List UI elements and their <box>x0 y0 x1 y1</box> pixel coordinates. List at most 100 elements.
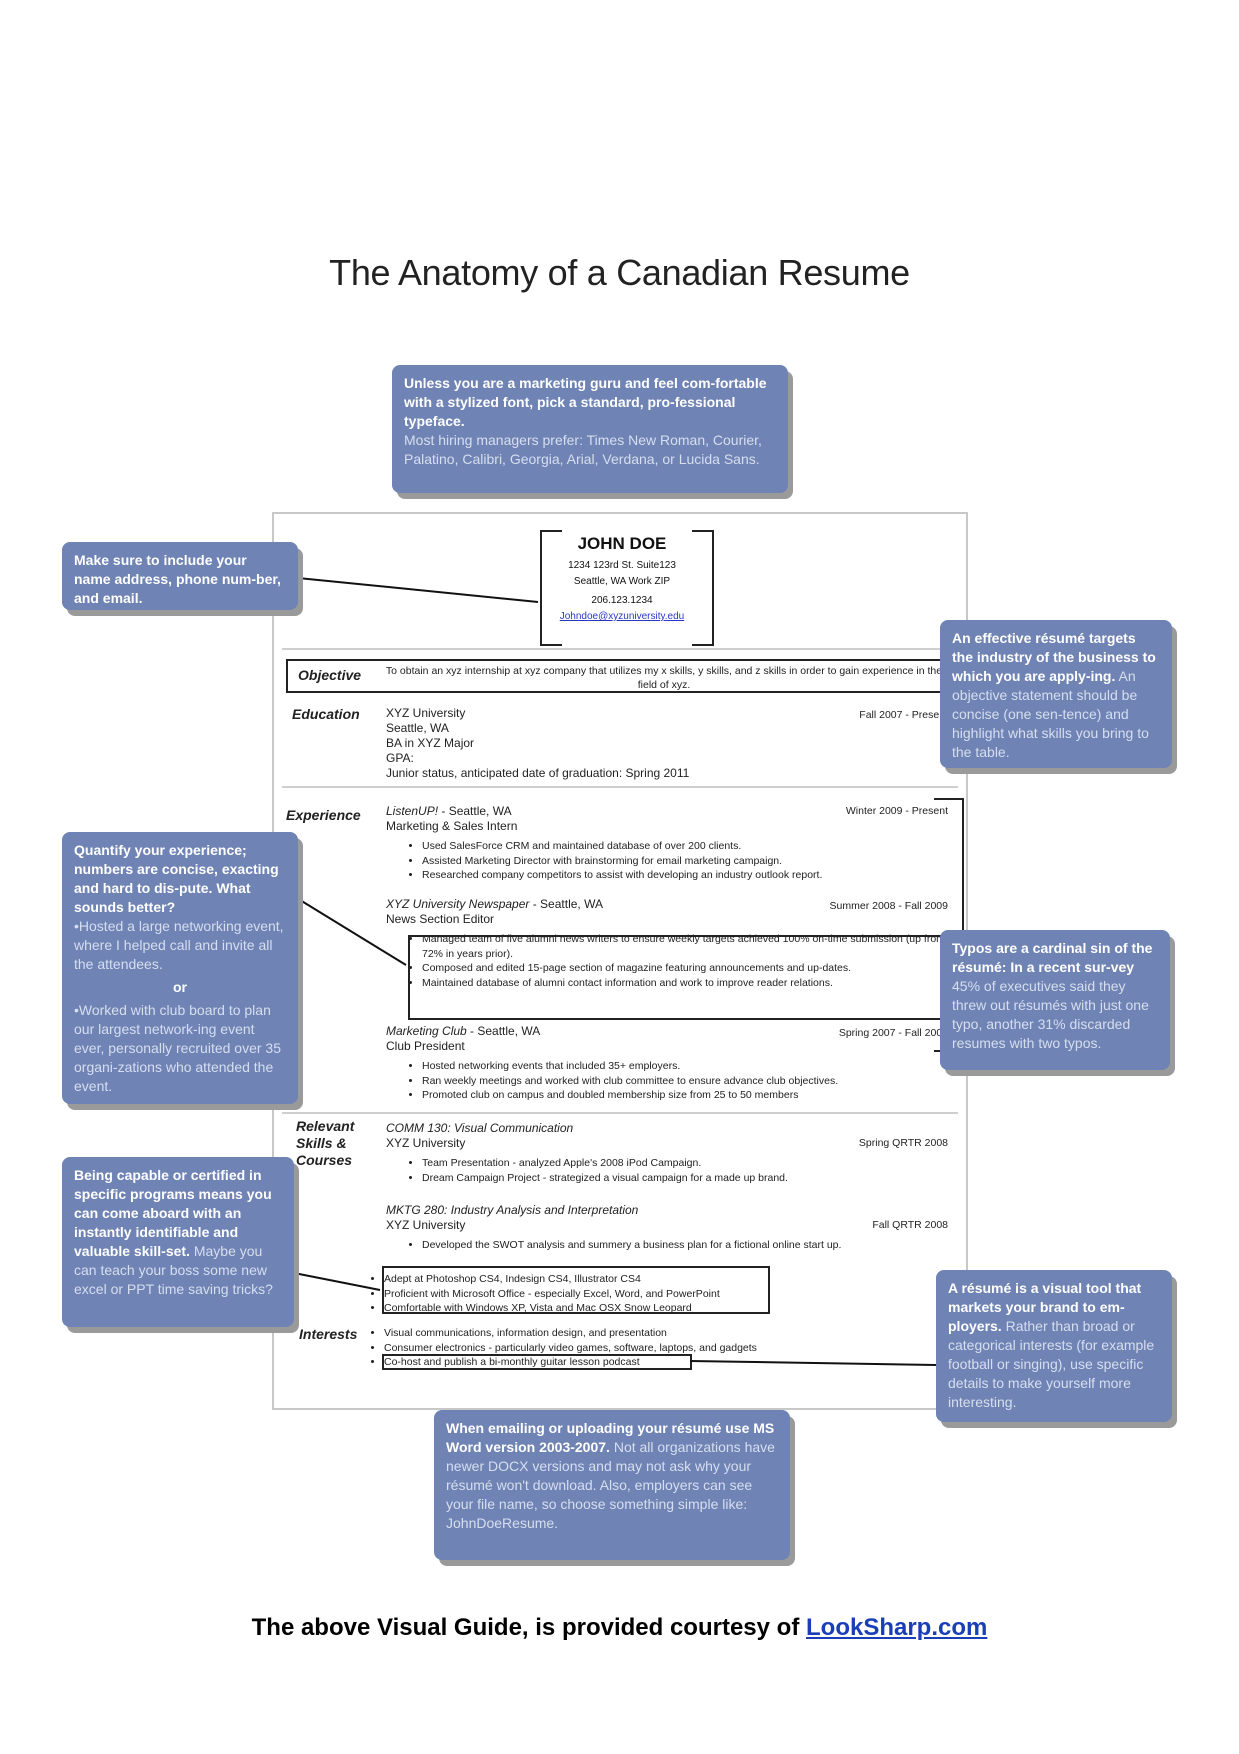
education-gpa: GPA: <box>386 751 414 765</box>
job-location: - Seattle, WA <box>466 1024 541 1038</box>
list-item: Used SalesForce CRM and maintained datab… <box>422 839 954 854</box>
footer-credit: The above Visual Guide, is provided cour… <box>0 1614 1239 1642</box>
education-school: XYZ University <box>386 706 466 720</box>
callout-typos: Typos are a cardinal sin of the résumé: … <box>940 930 1170 1070</box>
job-listenup: ListenUP! - Seattle, WA Marketing & Sale… <box>386 804 954 883</box>
callout-quantify-bold: Quantify your experience; numbers are co… <box>74 842 279 915</box>
list-item: Ran weekly meetings and worked with club… <box>422 1074 954 1089</box>
list-item: Assisted Marketing Director with brainst… <box>422 854 954 869</box>
list-item: Dream Campaign Project - strategized a v… <box>422 1171 954 1186</box>
job-org: Marketing Club <box>386 1024 467 1038</box>
callout-objective-light: An objective statement should be concise… <box>952 668 1149 760</box>
callout-font: Unless you are a marketing guru and feel… <box>392 365 788 493</box>
course-comm130: COMM 130: Visual Communication XYZ Unive… <box>386 1121 954 1185</box>
callout-visual: A résumé is a visual tool that markets y… <box>936 1270 1172 1422</box>
interests-list: Visual communications, information desig… <box>370 1326 944 1370</box>
callout-contact-bold: Make sure to include your name address, … <box>74 552 281 606</box>
course-dates: Spring QRTR 2008 <box>858 1137 948 1149</box>
job-bullets: Hosted networking events that included 3… <box>386 1059 954 1103</box>
divider <box>282 786 958 788</box>
callout-visual-bold: A résumé is a visual tool that markets y… <box>948 1280 1142 1334</box>
list-item: Co-host and publish a bi-monthly guitar … <box>384 1355 944 1370</box>
connector-line <box>293 1272 381 1291</box>
callout-certified-light: Maybe you can teach your boss some new e… <box>74 1243 273 1297</box>
callout-quantify-example2: •Worked with club board to plan our larg… <box>74 1002 281 1094</box>
education-degree: BA in XYZ Major <box>386 736 475 750</box>
job-role: News Section Editor <box>386 912 495 926</box>
skills-bracket <box>382 1266 770 1314</box>
footer-text: The above Visual Guide, is provided cour… <box>251 1614 806 1641</box>
resume-address-line1: 1234 123rd St. Suite123 <box>568 560 676 571</box>
job-bullets: Used SalesForce CRM and maintained datab… <box>386 839 954 883</box>
callout-font-light: Most hiring managers prefer: Times New R… <box>404 432 762 467</box>
job-marketing-club: Marketing Club - Seattle, WA Club Presid… <box>386 1024 954 1103</box>
callout-quantify-example1: •Hosted a large networking event, where … <box>74 918 284 972</box>
education-status: Junior status, anticipated date of gradu… <box>386 766 690 780</box>
skills-heading: Relevant Skills & Courses <box>296 1118 354 1169</box>
list-item: Researched company competitors to assist… <box>422 868 954 883</box>
course-school: XYZ University <box>386 1218 466 1232</box>
job-org: ListenUP! <box>386 804 439 818</box>
name-bracket-left <box>540 530 562 646</box>
list-item: Visual communications, information desig… <box>384 1326 944 1341</box>
job-role: Marketing & Sales Intern <box>386 819 518 833</box>
callout-quantify-or: or <box>173 979 187 995</box>
course-dates: Fall QRTR 2008 <box>872 1219 948 1231</box>
education-city: Seattle, WA <box>386 721 449 735</box>
divider <box>282 648 958 650</box>
course-title: COMM 130: Visual Communication <box>386 1121 574 1135</box>
course-mktg280: MKTG 280: Industry Analysis and Interpre… <box>386 1203 954 1253</box>
skills-tools-list: Adept at Photoshop CS4, Indesign CS4, Il… <box>370 1272 824 1316</box>
callout-word-bold: When emailing or uploading your résumé u… <box>446 1420 775 1455</box>
list-item: Promoted club on campus and doubled memb… <box>422 1088 954 1103</box>
job-location: - Seattle, WA <box>438 804 512 818</box>
objective-heading: Objective <box>298 667 362 683</box>
job-role: Club President <box>386 1039 465 1053</box>
callout-certified: Being capable or certified in specific p… <box>62 1157 294 1327</box>
list-item: Proficient with Microsoft Office - espec… <box>384 1287 824 1302</box>
list-item: Composed and edited 15-page section of m… <box>422 961 946 976</box>
job-location: - Seattle, WA <box>529 897 603 911</box>
list-item: Developed the SWOT analysis and summery … <box>422 1238 954 1253</box>
course-school: XYZ University <box>386 1136 466 1150</box>
course-bullets: Team Presentation - analyzed Apple's 200… <box>386 1156 954 1185</box>
experience-heading: Experience <box>286 807 361 823</box>
connector-line <box>299 899 407 966</box>
education-heading: Education <box>292 706 360 722</box>
callout-typos-light: 45% of executives said they threw out ré… <box>952 978 1149 1051</box>
bullets-bracket <box>408 935 964 1020</box>
objective-text: To obtain an xyz internship at xyz compa… <box>385 665 943 691</box>
divider <box>282 1112 958 1114</box>
connector-line <box>689 1360 937 1366</box>
list-item: Consumer electronics - particularly vide… <box>384 1341 944 1356</box>
callout-word: When emailing or uploading your résumé u… <box>434 1410 790 1560</box>
callout-word-light: Not all organizations have newer DOCX ve… <box>446 1439 775 1531</box>
resume-sheet: JOHN DOE 1234 123rd St. Suite123 Seattle… <box>272 512 968 1410</box>
callout-font-bold: Unless you are a marketing guru and feel… <box>404 375 767 429</box>
skills-heading-line1: Relevant <box>296 1118 355 1134</box>
resume-email-link[interactable]: Johndoe@xyzuniversity.edu <box>559 611 685 622</box>
name-bracket-right <box>692 530 714 646</box>
list-item: Comfortable with Windows XP, Vista and M… <box>384 1301 824 1316</box>
list-item: Maintained database of alumni contact in… <box>422 976 946 991</box>
callout-contact: Make sure to include your name address, … <box>62 542 298 610</box>
job-dates: Winter 2009 - Present <box>845 805 948 817</box>
resume-header: JOHN DOE 1234 123rd St. Suite123 Seattle… <box>274 534 970 625</box>
callout-visual-light: Rather than broad or categorical interes… <box>948 1318 1155 1410</box>
callout-quantify: Quantify your experience; numbers are co… <box>62 832 298 1104</box>
looksharp-link[interactable]: LookSharp.com <box>806 1614 988 1641</box>
callout-typos-bold: Typos are a cardinal sin of the résumé: … <box>952 940 1153 975</box>
job-dates: Summer 2008 - Fall 2009 <box>829 900 948 912</box>
resume-name: JOHN DOE <box>577 534 667 553</box>
callout-objective: An effective résumé targets the industry… <box>940 620 1172 768</box>
callout-objective-bold: An effective résumé targets the industry… <box>952 630 1156 684</box>
resume-address-line2: Seattle, WA Work ZIP <box>573 576 671 587</box>
list-item: Adept at Photoshop CS4, Indesign CS4, Il… <box>384 1272 824 1287</box>
course-bullets: Developed the SWOT analysis and summery … <box>386 1238 954 1253</box>
callout-certified-bold: Being capable or certified in specific p… <box>74 1167 272 1259</box>
skills-heading-line3: Courses <box>296 1152 353 1168</box>
page-title: The Anatomy of a Canadian Resume <box>329 252 910 293</box>
skills-heading-line2: Skills & <box>296 1135 347 1151</box>
education-dates: Fall 2007 - Present <box>859 709 948 721</box>
education-details: XYZ University Seattle, WA BA in XYZ Maj… <box>386 706 806 781</box>
